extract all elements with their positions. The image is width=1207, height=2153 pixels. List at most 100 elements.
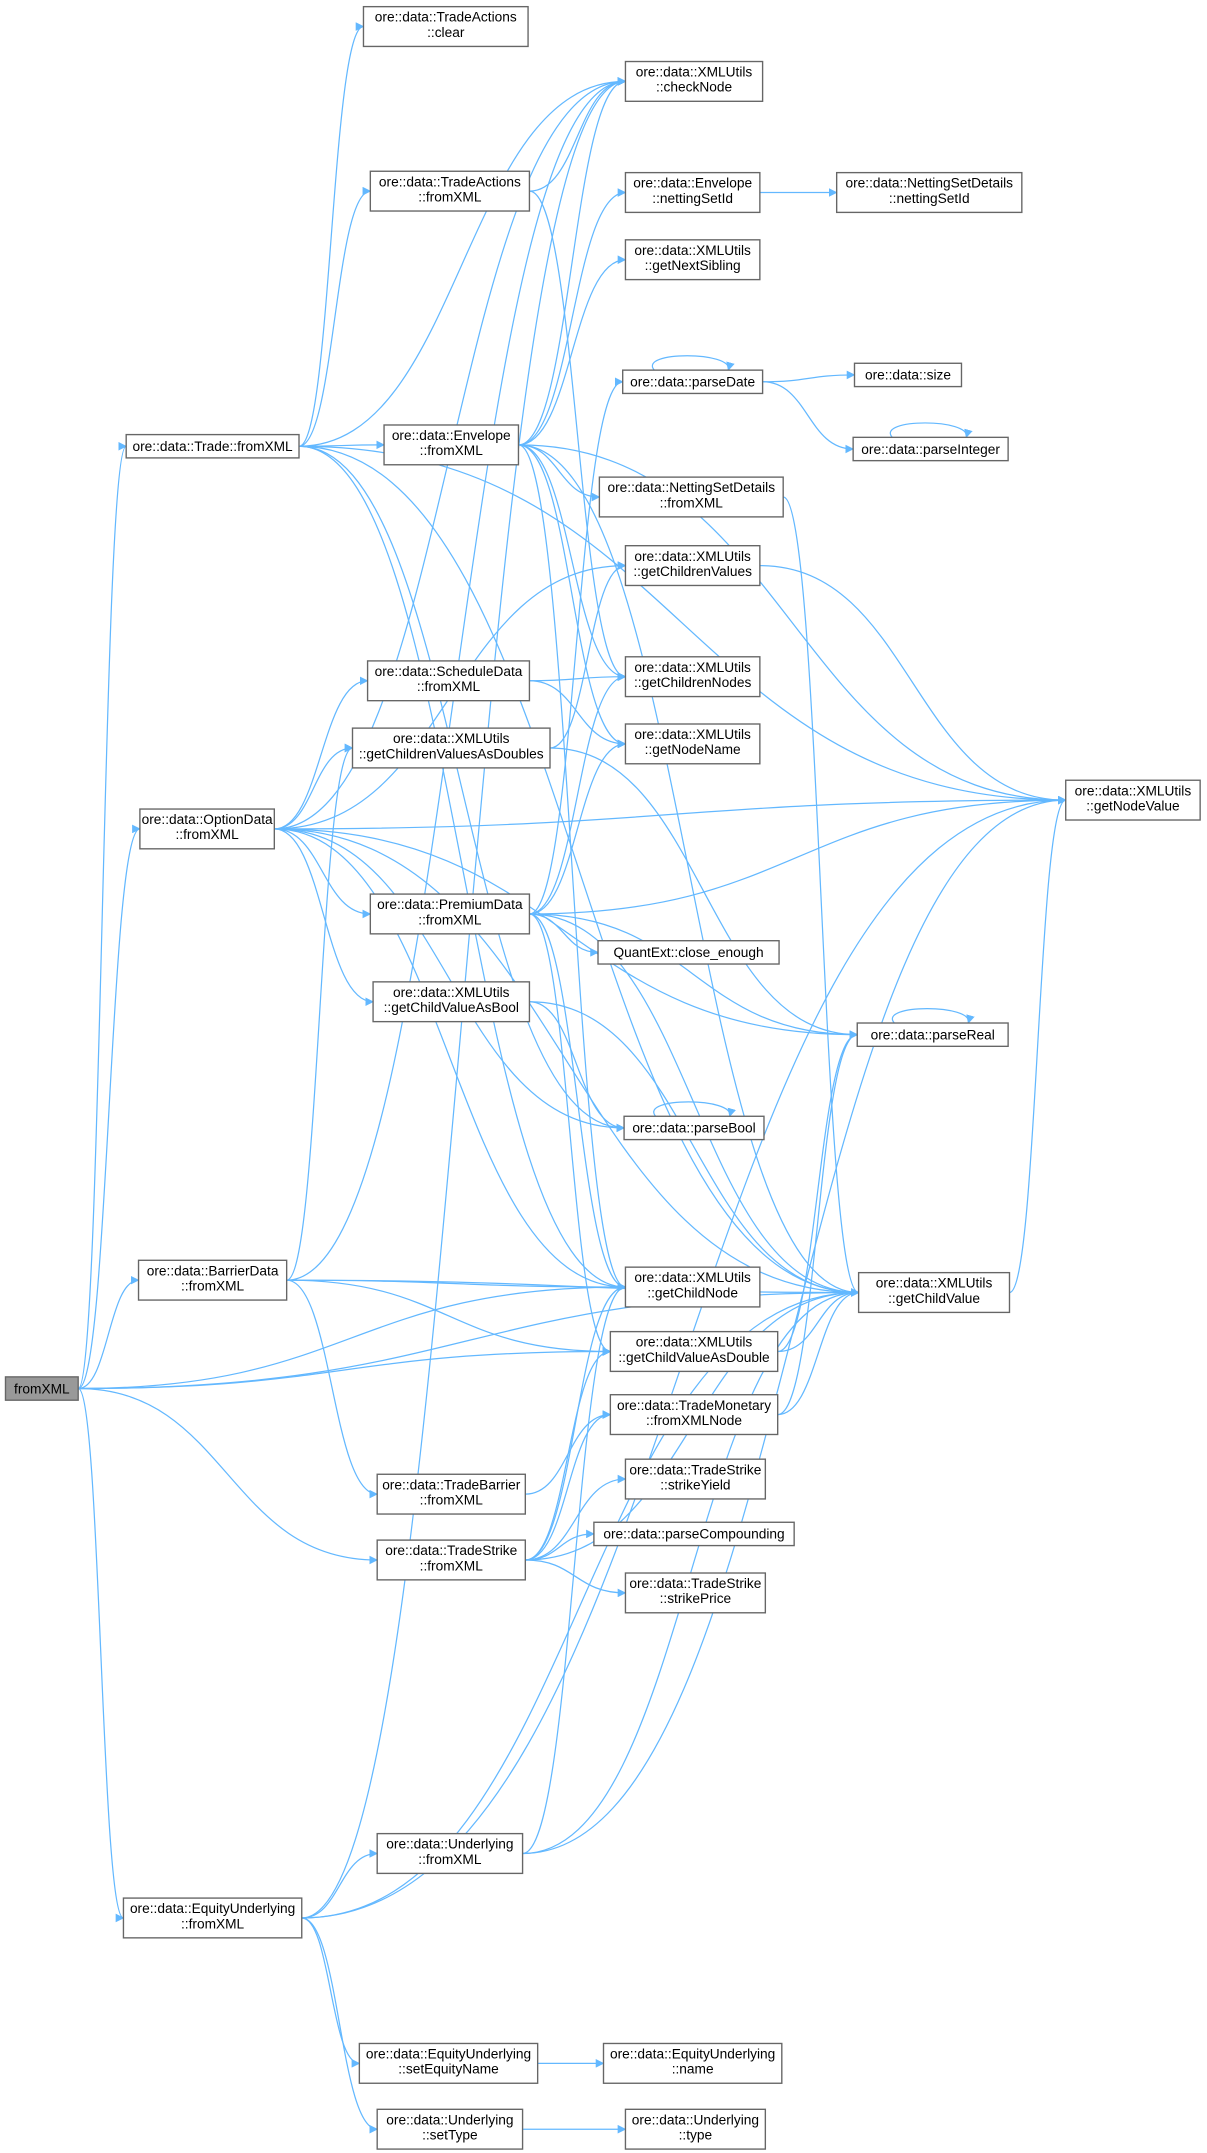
node-label: ::getChildValueAsDouble xyxy=(618,1350,770,1365)
node-box xyxy=(853,362,963,388)
edge-trade-strike-to-strike-yield xyxy=(525,1474,627,1561)
node-nsd-netting-set-id[interactable]: ore::data::NettingSetDetails::nettingSet… xyxy=(835,171,1023,214)
node-label: ::fromXML xyxy=(420,443,484,458)
node-trade-from-xml[interactable]: ore::data::Trade::fromXML xyxy=(125,433,300,459)
node-strike-yield[interactable]: ore::data::TradeStrike::strikeYield xyxy=(624,1458,767,1500)
edge-premium-from-xml-to-close-enough xyxy=(529,913,599,957)
node-box xyxy=(4,1376,79,1401)
node-u-type[interactable]: ore::data::Underlying::type xyxy=(624,2108,767,2150)
edge-option-from-xml-to-get-child-node xyxy=(274,828,627,1292)
node-parse-compounding[interactable]: ore::data::parseCompounding xyxy=(593,1521,795,1547)
edge-trade-from-xml-to-get-child-node xyxy=(299,445,627,1292)
node-label: ore::data::XMLUtils xyxy=(634,1270,751,1285)
node-premium-from-xml[interactable]: ore::data::PremiumData::fromXML xyxy=(369,893,531,935)
node-label: ::fromXML xyxy=(176,827,240,842)
node-clear[interactable]: ore::data::TradeActions::clear xyxy=(362,5,529,48)
node-box xyxy=(597,940,780,965)
node-get-next-sibling[interactable]: ore::data::XMLUtils::getNextSibling xyxy=(624,239,761,281)
node-box xyxy=(372,981,531,1023)
node-label: ::strikePrice xyxy=(660,1591,732,1606)
edge-barrier-from-xml-to-trade-barrier xyxy=(286,1279,379,1499)
node-parse-real[interactable]: ore::data::parseReal xyxy=(856,1022,1009,1048)
edge-premium-from-xml-to-parse-date xyxy=(529,377,624,915)
edge-root-to-get-child-node xyxy=(78,1282,627,1390)
edge-parse-real-to-parse-real xyxy=(891,1007,975,1024)
node-set-type[interactable]: ore::data::Underlying::setType xyxy=(376,2108,524,2150)
node-label: ore::data::XMLUtils xyxy=(634,660,751,675)
node-get-node-name[interactable]: ore::data::XMLUtils::getNodeName xyxy=(624,723,761,765)
node-label: ore::data::XMLUtils xyxy=(636,1335,753,1350)
node-underlying-from-xml[interactable]: ore::data::Underlying::fromXML xyxy=(376,1832,524,1875)
node-label: ore::data::parseReal xyxy=(871,1027,995,1042)
edge-trade-from-xml-to-parse-bool xyxy=(299,445,625,1133)
node-label: ore::data::Underlying xyxy=(386,1837,513,1852)
node-box xyxy=(358,2042,539,2084)
node-label: ore::data::XMLUtils xyxy=(634,549,751,564)
node-get-children-values[interactable]: ore::data::XMLUtils::getChildrenValues xyxy=(624,545,761,587)
node-label: ::getNodeValue xyxy=(1086,798,1180,813)
edges-layer xyxy=(77,22,1067,2134)
node-set-equity-name[interactable]: ore::data::EquityUnderlying::setEquityNa… xyxy=(358,2042,539,2084)
node-schedule-from-xml[interactable]: ore::data::ScheduleData::fromXML xyxy=(366,660,531,702)
node-get-child-value-as-bool[interactable]: ore::data::XMLUtils::getChildValueAsBool xyxy=(372,981,531,1023)
node-box xyxy=(362,5,529,48)
edge-trade-from-xml-to-get-node-value xyxy=(299,445,1067,805)
node-get-children-nodes[interactable]: ore::data::XMLUtils::getChildrenNodes xyxy=(624,656,761,698)
node-get-child-value[interactable]: ore::data::XMLUtils::getChildValue xyxy=(857,1271,1011,1314)
node-nsd-from-xml[interactable]: ore::data::NettingSetDetails::fromXML xyxy=(598,476,784,518)
edge-env-from-xml-to-get-node-name xyxy=(518,444,627,749)
node-box xyxy=(609,1394,779,1436)
node-parse-bool[interactable]: ore::data::parseBool xyxy=(623,1115,765,1141)
node-get-node-value[interactable]: ore::data::XMLUtils::getNodeValue xyxy=(1065,779,1201,821)
node-size[interactable]: ore::data::size xyxy=(853,362,963,388)
node-env-from-xml[interactable]: ore::data::Envelope::fromXML xyxy=(383,424,520,466)
node-get-children-values-as-doubles[interactable]: ore::data::XMLUtils::getChildrenValuesAs… xyxy=(351,727,551,769)
edge-env-from-xml-to-nsd-from-xml xyxy=(518,444,601,502)
edge-get-child-value-as-double-to-get-child-value xyxy=(777,1288,860,1353)
edge-trade-from-xml-to-ta-from-xml xyxy=(298,186,372,447)
node-box xyxy=(598,476,784,518)
node-root[interactable]: fromXML xyxy=(4,1376,79,1401)
edge-option-from-xml-to-parse-bool xyxy=(274,828,625,1133)
node-strike-price[interactable]: ore::data::TradeStrike::strikePrice xyxy=(624,1572,767,1614)
node-trade-strike[interactable]: ore::data::TradeStrike::fromXML xyxy=(376,1539,527,1581)
node-barrier-from-xml[interactable]: ore::data::BarrierData::fromXML xyxy=(137,1259,288,1301)
node-label: ::setEquityName xyxy=(398,2062,499,2077)
node-label: ore::data::XMLUtils xyxy=(876,1276,993,1291)
node-equity-from-xml[interactable]: ore::data::EquityUnderlying::fromXML xyxy=(122,1897,303,1939)
edge-premium-from-xml-to-parse-real xyxy=(529,913,859,1039)
node-label: ::checkNode xyxy=(656,80,733,95)
node-eu-name[interactable]: ore::data::EquityUnderlying::name xyxy=(602,2042,783,2084)
node-parse-date[interactable]: ore::data::parseDate xyxy=(622,369,764,395)
node-label: ore::data::TradeActions xyxy=(375,10,517,25)
node-box xyxy=(366,660,531,702)
node-box xyxy=(624,60,764,102)
node-label: ore::data::TradeMonetary xyxy=(617,1398,771,1413)
edge-option-from-xml-to-schedule-from-xml xyxy=(274,676,369,830)
node-label: ore::data::PremiumData xyxy=(377,897,523,912)
node-box xyxy=(624,1572,767,1614)
node-label: ::fromXML xyxy=(181,1278,245,1293)
node-label: ore::data::TradeBarrier xyxy=(382,1477,521,1492)
node-label: QuantExt::close_enough xyxy=(613,945,763,960)
node-label: ore::data::TradeActions xyxy=(379,174,521,189)
edge-get-children-values-as-doubles-to-parse-real xyxy=(550,747,859,1039)
node-parse-integer[interactable]: ore::data::parseInteger xyxy=(852,436,1009,462)
node-env-netting-set-id[interactable]: ore::data::Envelope::nettingSetId xyxy=(624,171,761,214)
node-get-child-value-as-double[interactable]: ore::data::XMLUtils::getChildValueAsDoub… xyxy=(609,1330,779,1373)
node-check-node[interactable]: ore::data::XMLUtils::checkNode xyxy=(624,60,764,102)
node-trade-monetary[interactable]: ore::data::TradeMonetary::fromXMLNode xyxy=(609,1394,779,1436)
node-get-child-node[interactable]: ore::data::XMLUtils::getChildNode xyxy=(624,1266,761,1308)
node-box xyxy=(602,2042,783,2084)
node-label: ore::data::EquityUnderlying xyxy=(610,2047,775,2062)
edge-ta-from-xml-to-get-children-nodes xyxy=(529,190,627,681)
edge-underlying-from-xml-to-get-node-value xyxy=(522,795,1067,1855)
node-label: ore::data::Trade::fromXML xyxy=(132,439,293,454)
node-label: ore::data::Envelope xyxy=(392,428,511,443)
node-option-from-xml[interactable]: ore::data::OptionData::fromXML xyxy=(139,808,276,850)
edge-get-child-value-as-bool-to-parse-bool xyxy=(529,1001,625,1133)
node-trade-barrier[interactable]: ore::data::TradeBarrier::fromXML xyxy=(376,1473,527,1515)
node-ta-from-xml[interactable]: ore::data::TradeActions::fromXML xyxy=(369,170,531,212)
node-close-enough[interactable]: QuantExt::close_enough xyxy=(597,940,780,965)
node-label: ::fromXML xyxy=(660,495,724,510)
